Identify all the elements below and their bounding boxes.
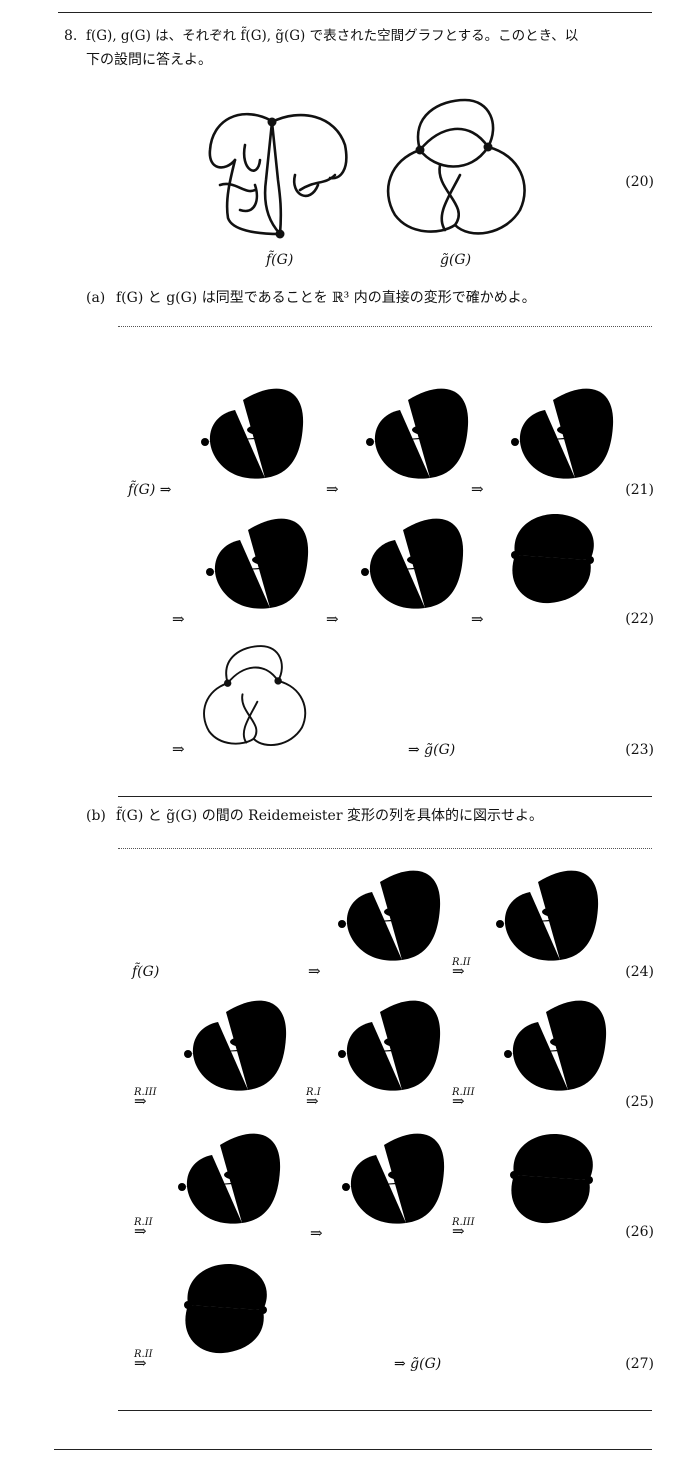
part-b-move-5: R.II⇒ bbox=[134, 1217, 153, 1240]
part-a-diagram-6 bbox=[511, 514, 594, 604]
part-b-diagram-3 bbox=[184, 1000, 287, 1091]
part-b-move-1: R.II⇒ bbox=[452, 957, 471, 980]
part-a-diagram-1 bbox=[201, 388, 304, 479]
part-a-start-label: f̃(G) ⇒ bbox=[128, 482, 172, 498]
part-a-text: f(G) と g(G) は同型であることを ℝ³ 内の直接の変形で確かめよ。 bbox=[116, 290, 536, 306]
figure-f-tilde-label: f̃(G) bbox=[266, 252, 294, 268]
part-a-arrow-1: ⇒ bbox=[326, 480, 339, 498]
part-b-diagram-9 bbox=[184, 1264, 267, 1354]
part-a-end-label: ⇒ g̃(G) bbox=[408, 742, 456, 758]
equation-number-20: (20) bbox=[625, 174, 654, 190]
problem-number: 8. bbox=[64, 28, 78, 44]
equation-number-21: (21) bbox=[625, 482, 654, 498]
part-b-diagram-4 bbox=[338, 1000, 441, 1091]
part-b-label: (b) bbox=[86, 808, 106, 824]
figure-g-tilde-label: g̃(G) bbox=[440, 252, 472, 268]
part-b-move-6: R.III⇒ bbox=[452, 1217, 475, 1240]
part-a-diagram-2 bbox=[366, 388, 469, 479]
part-a-end-rule bbox=[118, 796, 652, 797]
part-a-arrow-6: ⇒ bbox=[172, 740, 185, 758]
part-a-arrow-4: ⇒ bbox=[326, 610, 339, 628]
part-b-diagram-1 bbox=[338, 870, 441, 961]
part-a-diagram-5 bbox=[361, 518, 464, 609]
part-b-end-rule bbox=[118, 1410, 652, 1411]
part-b-arrow-1: ⇒ bbox=[308, 962, 321, 980]
equation-number-26: (26) bbox=[625, 1224, 654, 1240]
problem-statement-line1: f(G), g(G) は、それぞれ f̃(G), g̃(G) で表された空間グラ… bbox=[86, 28, 579, 44]
figure-f-tilde-diagram bbox=[208, 112, 348, 239]
bottom-rule bbox=[54, 1449, 652, 1450]
part-b-diagram-6 bbox=[178, 1133, 281, 1224]
part-b-move-3: R.I⇒ bbox=[306, 1087, 321, 1110]
part-b-end-label: ⇒ g̃(G) bbox=[394, 1356, 442, 1372]
part-b-move-7: R.II⇒ bbox=[134, 1349, 153, 1372]
part-a-arrow-2: ⇒ bbox=[471, 480, 484, 498]
part-b-diagram-7 bbox=[342, 1133, 445, 1224]
part-a-answer-dots bbox=[118, 326, 652, 327]
part-b-diagram-8 bbox=[510, 1134, 593, 1224]
equation-number-25: (25) bbox=[625, 1094, 654, 1110]
part-a-arrow-3: ⇒ bbox=[172, 610, 185, 628]
equation-number-23: (23) bbox=[625, 742, 654, 758]
part-b-text: f̃(G) と g̃(G) の間の Reidemeister 変形の列を具体的に… bbox=[116, 808, 543, 824]
part-a-arrow-5: ⇒ bbox=[471, 610, 484, 628]
part-b-diagram-5 bbox=[504, 1000, 607, 1091]
part-a-diagram-3 bbox=[511, 388, 614, 479]
part-b-move-2: R.III⇒ bbox=[134, 1087, 157, 1110]
part-b-diagram-2 bbox=[496, 870, 599, 961]
problem-statement-line2: 下の設問に答えよ。 bbox=[86, 52, 212, 68]
part-b-arrow-2: ⇒ bbox=[310, 1224, 323, 1242]
equation-number-24: (24) bbox=[625, 964, 654, 980]
part-a-diagram-4 bbox=[206, 518, 309, 609]
part-a-diagram-7 bbox=[203, 645, 307, 747]
part-b-answer-dots bbox=[118, 848, 652, 849]
part-b-start-label: f̃(G) bbox=[132, 964, 160, 980]
figure-g-tilde-diagram bbox=[386, 98, 526, 235]
part-b-move-4: R.III⇒ bbox=[452, 1087, 475, 1110]
equation-number-22: (22) bbox=[625, 611, 654, 627]
part-a-label: (a) bbox=[86, 290, 106, 306]
equation-number-27: (27) bbox=[625, 1356, 654, 1372]
top-rule bbox=[58, 12, 652, 13]
